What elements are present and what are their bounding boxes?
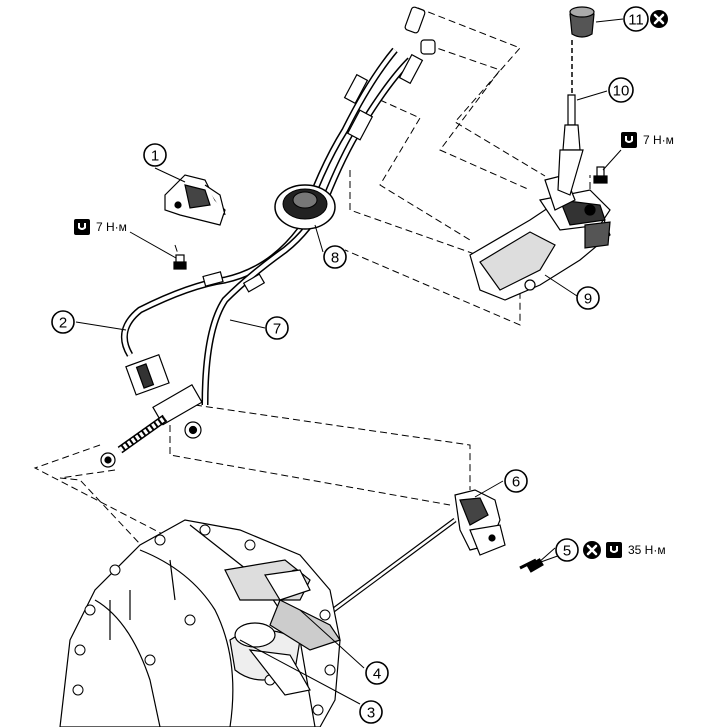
bolt-lever (593, 166, 608, 184)
callout-3: 3 (359, 700, 383, 724)
callout-1: 1 (143, 143, 167, 167)
callout-8-label: 8 (331, 250, 339, 267)
callout-9-label: 9 (584, 291, 592, 308)
callout-6: 6 (504, 469, 528, 493)
control-lever-assembly-9 (469, 174, 611, 301)
torque-label-bracket: 7 Н·м (96, 220, 127, 234)
do-not-reuse-icon (648, 8, 670, 30)
torque-wrench-icon (606, 542, 622, 558)
leader-lever-bolt (602, 149, 622, 171)
shift-lever-10 (557, 40, 584, 196)
leader-lines (75, 18, 624, 705)
callout-7-label: 7 (273, 321, 281, 338)
callout-4: 4 (365, 661, 389, 685)
callout-8: 8 (323, 245, 347, 269)
leader-shaft-bolt (537, 547, 556, 564)
callout-11: 11 (623, 6, 649, 32)
shift-knob-11 (569, 6, 595, 38)
callout-3-label: 3 (367, 705, 375, 722)
torque-wrench-icon (621, 132, 637, 148)
grommet-8 (274, 184, 336, 230)
callout-2: 2 (51, 310, 75, 334)
callout-10-label: 10 (613, 83, 630, 100)
torque-wrench-icon (74, 219, 90, 235)
torque-label-shaft: 35 Н·м (628, 543, 666, 557)
callout-5-label: 5 (563, 543, 571, 560)
callout-2-label: 2 (59, 315, 67, 332)
leader-bracket-bolt (129, 231, 177, 259)
callout-1-label: 1 (151, 148, 159, 165)
bolt-shaft (519, 558, 544, 573)
callout-10: 10 (608, 77, 634, 103)
cable-top-ends (343, 6, 436, 141)
cable-end-bracket (100, 353, 203, 468)
callout-9: 9 (576, 286, 600, 310)
selector-levers-3-4 (248, 569, 341, 696)
do-not-reuse-icon (581, 539, 603, 561)
bolt-bracket (173, 254, 187, 270)
callout-7: 7 (265, 316, 289, 340)
shift-rod (318, 517, 457, 623)
callout-4-label: 4 (373, 666, 381, 683)
select-cable-7 (201, 57, 413, 406)
callout-11-label: 11 (628, 12, 644, 29)
cable-ferrules (202, 271, 266, 293)
lever-bracket-6 (454, 489, 506, 556)
callout-6-label: 6 (512, 474, 520, 491)
torque-label-lever: 7 Н·м (643, 133, 674, 147)
bracket-1 (164, 174, 226, 226)
callout-5: 5 (555, 538, 579, 562)
assembly-dashed-lines (33, 7, 591, 641)
